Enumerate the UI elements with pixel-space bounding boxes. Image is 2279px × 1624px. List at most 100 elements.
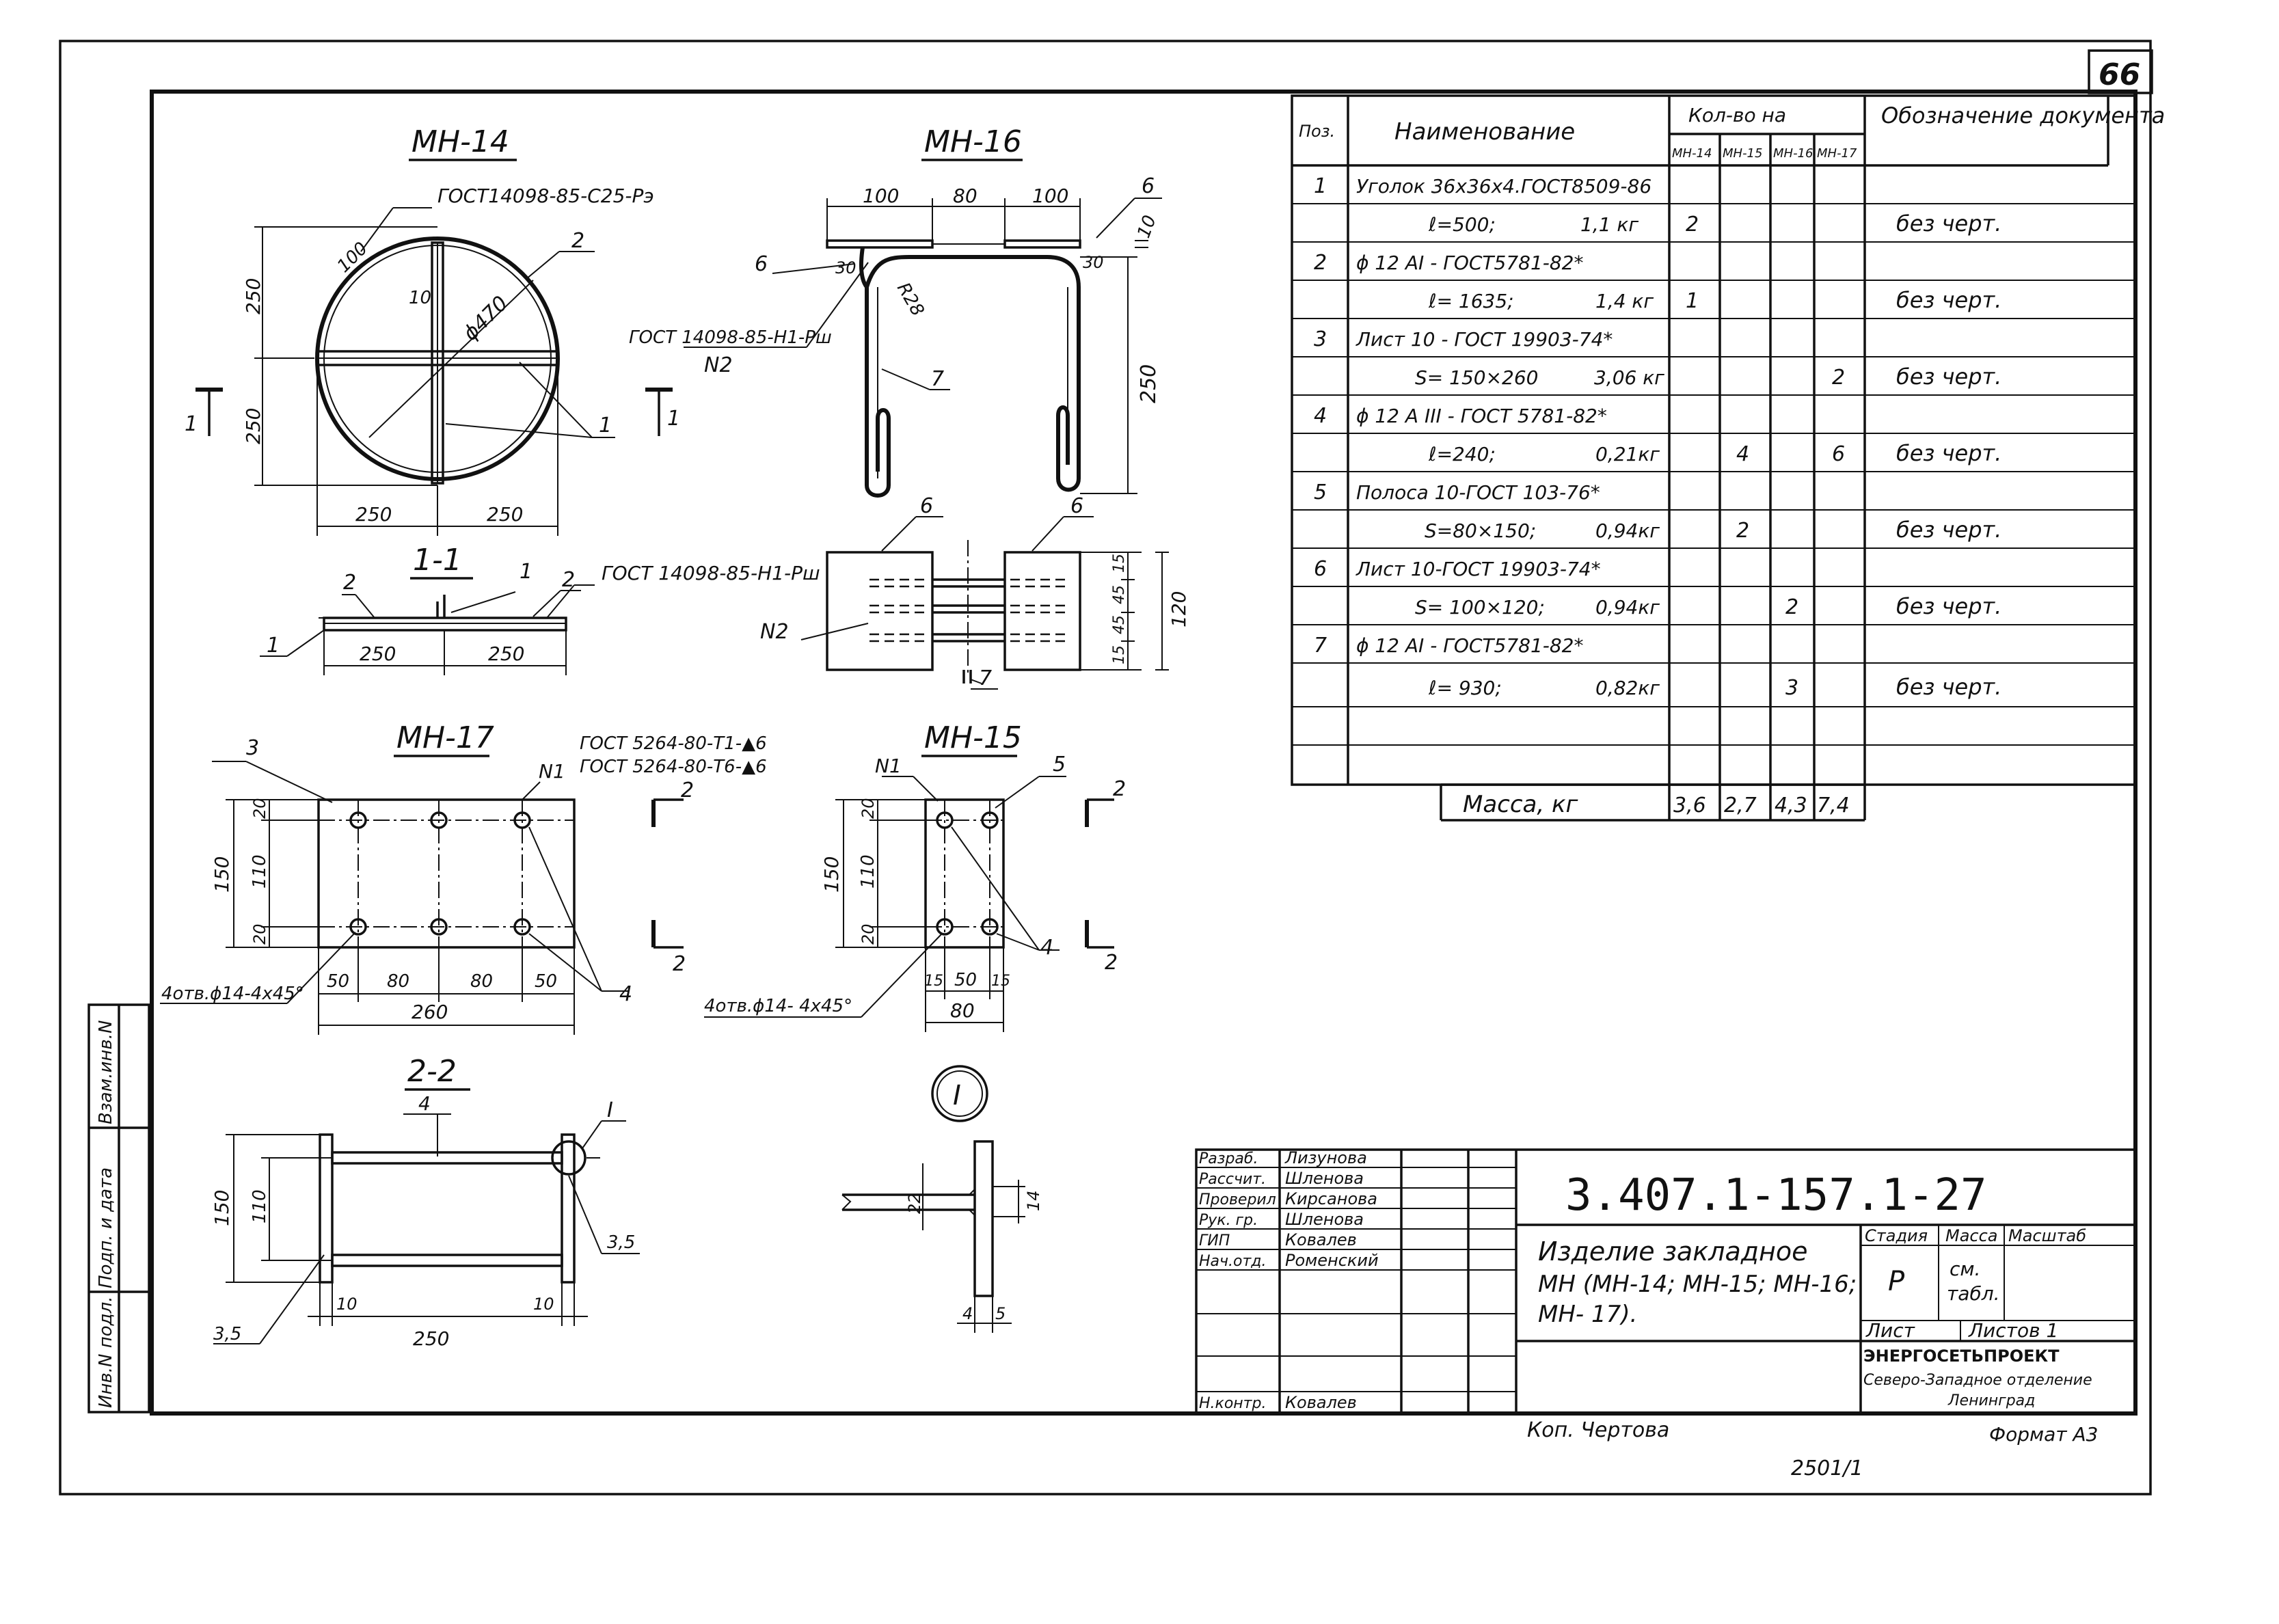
spec-row-qty: 2 [1736,519,1749,543]
spec-row-pos: 5 [1314,481,1327,504]
mn17-v20a: 20 [250,798,269,819]
title-block: Разраб. Рассчит. Проверил Рук. гр. ГИП Н… [1195,1148,2137,1415]
sec22-d35b: 3,5 [607,1232,635,1253]
spec-row-name: ℓ= 930; [1428,677,1502,699]
spec-header-qty-mn16: МН-16 [1773,146,1813,161]
spec-row-name: S= 150×260 [1415,366,1538,389]
spec-row-name: S=80×150; [1425,519,1536,542]
tb-role-1: Рассчит. [1199,1171,1266,1188]
mn15-callout-5: 5 [1053,753,1066,776]
mn15-holes-note: 4отв.ϕ14- 4х45° [704,996,852,1016]
mn14-callout-1: 1 [599,414,612,437]
spec-row-doc: без черт. [1896,440,2001,466]
side-stamp: Инв.N подл. Подп. и дата Взам.инв.N [87,1003,150,1413]
spec-row-mass: 3,06 кг [1594,366,1664,389]
tb-role-4: ГИП [1199,1232,1230,1249]
detail-d22: 22 [905,1193,924,1214]
tb-name-3: Шленова [1285,1210,1364,1229]
stamp-inv-repl: Взам.инв.N [96,1020,116,1124]
spec-row-mass: 1,1 кг [1580,213,1639,236]
mn16-plan-d45b: 45 [1111,615,1128,634]
mn16-plan-d120: 120 [1168,591,1190,627]
mn16-plan-callout-6b: 6 [1070,494,1083,518]
stamp-sign-date: Подп. и дата [96,1167,116,1288]
spec-row-7b: ℓ= 930; 0,82кг 3 без черт. [1428,674,2001,700]
view-mn16-plan: 6 6 7 N2 15 45 45 15 120 [760,494,1190,690]
tb-title-line3: МН- 17). [1538,1301,1637,1328]
spec-row-qty: 6 [1832,442,1845,466]
mn15-section-mark-top: 2 [1113,777,1126,801]
tb-title-line2: МН (МН-14; МН-15; МН-16; [1538,1271,1857,1298]
spec-row-doc: без черт. [1896,211,2001,236]
view-detail-I: I 22 14 4 5 [841,1065,1043,1333]
tb-role-9: Н.контр. [1199,1395,1266,1412]
mn16-d30a: 30 [835,258,857,278]
spec-row-lines [1292,203,2135,746]
mn15-h50: 50 [954,970,977,990]
tb-scale-label: Масштаб [2008,1226,2086,1245]
spec-row-qty: 2 [1785,595,1798,619]
spec-row-name: ℓ= 1635; [1428,290,1514,312]
mn16-plan-d15a: 15 [1111,554,1128,573]
tb-name-5: Роменский [1285,1251,1379,1270]
spec-row-1a: 1 Уголок 36х36х4.ГОСТ8509-86 [1314,174,1651,198]
tb-role-2: Проверил [1199,1191,1276,1208]
mn14-title: МН-14 [412,124,509,159]
view-mn17: МН-17 ГОСТ 5264-80-Т1-▲6 ГОСТ 5264-80-Т6… [160,720,767,1035]
spec-row-3b: S= 150×260 3,06 кг 2 без черт. [1415,364,2001,390]
mn15-section-mark-bottom: 2 [1105,951,1118,975]
mn17-h80b: 80 [470,971,493,992]
spec-row-name: ϕ 12 А III - ГОСТ 5781-82* [1356,405,1607,427]
spec-header-doc: Обозначение документа [1881,103,2165,128]
mn17-v20b: 20 [250,923,269,945]
tb-sheets-label: Листов 1 [1968,1319,2058,1342]
mn14-cut-left: 1 [185,412,198,436]
spec-row-qty: 2 [1686,213,1699,236]
spec-row-2a: 2 ϕ 12 АI - ГОСТ5781-82* [1314,251,1584,275]
mn16-gost-note: ГОСТ 14098-85-Н1-Рш [629,327,832,348]
mn17-section-mark-top: 2 [681,779,694,802]
spec-mass-label: Масса, кг [1463,791,1579,818]
spec-row-doc: без черт. [1896,674,2001,700]
sec22-h250: 250 [413,1327,449,1350]
spec-row-name: ℓ=240; [1428,443,1496,465]
detail-d14: 14 [1024,1190,1043,1211]
mn14-d10: 10 [409,288,431,308]
spec-mass-mn16: 4,3 [1775,794,1807,817]
spec-row-qty: 1 [1686,289,1699,313]
spec-mass-mn15: 2,7 [1724,794,1757,817]
mn15-callout-4: 4 [1040,936,1053,960]
mn16-d80: 80 [953,185,977,207]
spec-row-doc: без черт. [1896,593,2001,619]
spec-mass-mn17: 7,4 [1817,794,1850,817]
spec-row-2b: ℓ= 1635; 1,4 кг 1 без черт. [1428,287,2001,313]
mn15-v150: 150 [820,856,843,893]
mn17-v110: 110 [250,854,270,889]
detail-I-title: I [953,1080,961,1111]
spec-row-name: Уголок 36х36х4.ГОСТ8509-86 [1356,175,1651,198]
spec-row-doc: без черт. [1896,287,2001,313]
mn15-h15b: 15 [991,973,1010,990]
sec11-callout-1a: 1 [520,560,532,584]
spec-row-name: Полоса 10-ГОСТ 103-76* [1356,481,1600,504]
spec-row-mass: 1,4 кг [1595,290,1654,312]
mn14-cut-right: 1 [667,407,680,431]
mn15-h80: 80 [950,999,975,1022]
mn15-weld-no: N1 [875,755,902,777]
mn17-holes-note: 4отв.ϕ14-4х45° [161,984,304,1004]
view-section-1-1: 1-1 2 1 2 ГОСТ 14098-85-Н1-Рш 1 250 250 [260,543,820,675]
mn16-d100a: 100 [863,185,899,207]
sec11-h250b: 250 [488,642,524,665]
mn15-v20a: 20 [859,798,878,819]
sec22-d35a: 3,5 [213,1324,241,1344]
tb-title-line1: Изделие закладное [1538,1236,1808,1267]
tb-role-3: Рук. гр. [1199,1212,1258,1229]
sec11-h250a: 250 [360,642,396,665]
mn17-gost-note-2: ГОСТ 5264-80-Т6-▲6 [580,757,767,777]
mn15-plate [924,798,1005,949]
tb-name-4: Ковалев [1285,1230,1357,1249]
tb-sheet-label: Лист [1865,1319,1915,1342]
spec-row-mass: 0,21кг [1595,443,1660,465]
footer-format: Формат А3 [1989,1423,2098,1446]
